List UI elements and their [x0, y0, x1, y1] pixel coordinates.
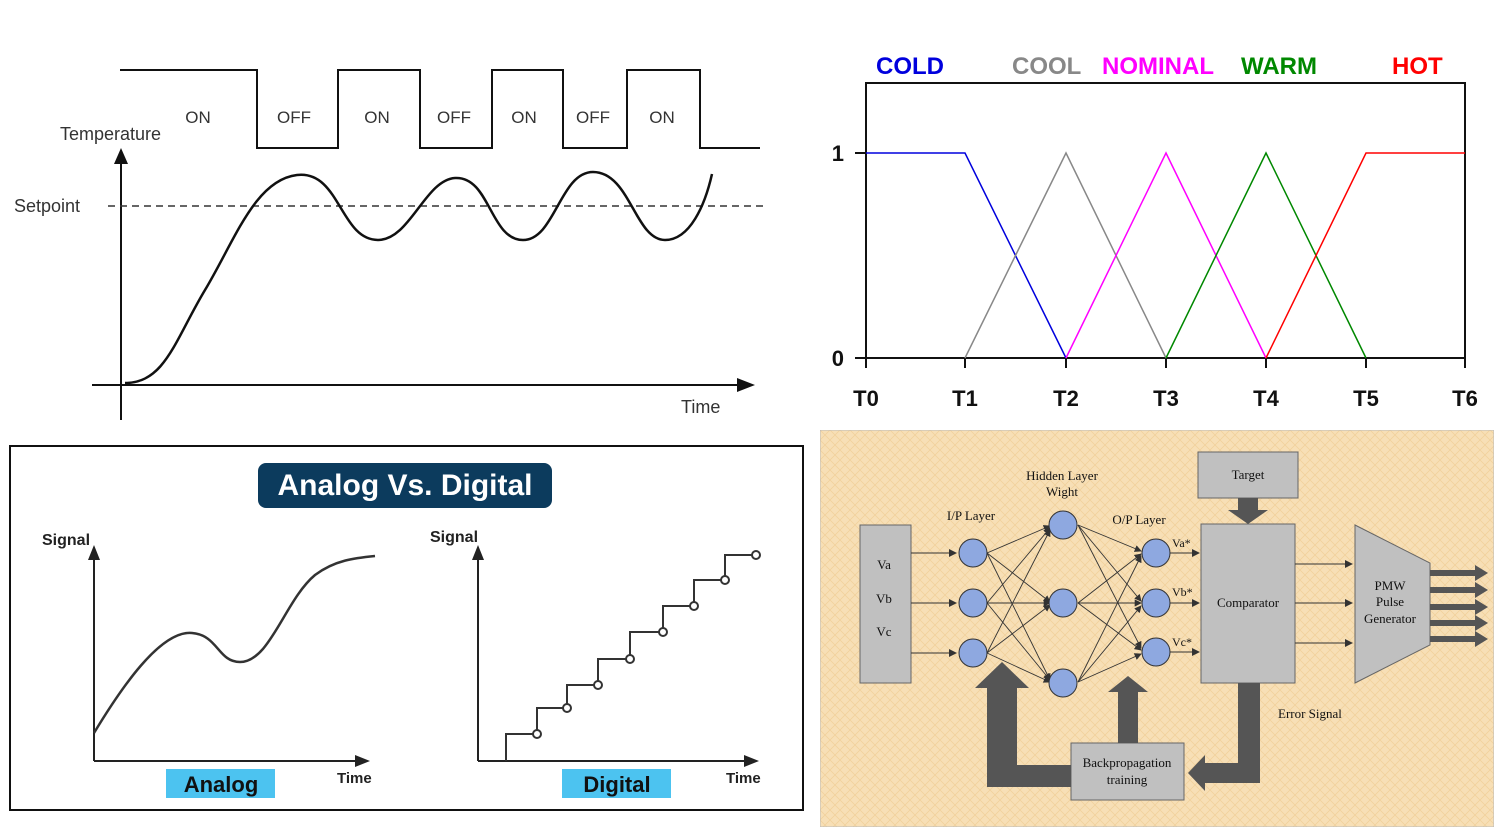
backprop-box: [1070, 742, 1185, 801]
input-vb: Vb: [876, 591, 892, 606]
output-node: [1141, 588, 1171, 618]
digital-y-label: Signal: [430, 529, 478, 546]
temperature-curve: [124, 170, 714, 385]
neural-network-diagram: Va Vb Vc I/P Layer Hidden Layer Wight O/…: [820, 430, 1494, 827]
digital-staircase: [505, 554, 756, 761]
backprop-to-input-arrow: [975, 662, 1071, 787]
input-va: Va: [877, 557, 891, 572]
membership-warm: [1165, 151, 1367, 359]
comparator-label: Comparator: [1217, 595, 1280, 610]
output-va: Va*: [1172, 536, 1191, 550]
hidden-layer-label: Hidden Layer: [1026, 468, 1099, 483]
pwm-links: [1295, 560, 1353, 647]
input-node: [958, 638, 988, 668]
analog-y-label: Signal: [42, 532, 90, 549]
op-layer-label: O/P Layer: [1112, 512, 1166, 527]
y-axis-label: Temperature: [60, 124, 161, 144]
x-axis-label: Time: [681, 397, 720, 417]
network-nodes: [958, 510, 1171, 698]
hidden-node: [1048, 510, 1078, 540]
backprop-label-1: Backpropagation: [1083, 755, 1172, 770]
state-label: OFF: [576, 108, 610, 127]
x-tick-t6: T6: [1452, 386, 1478, 411]
digital-y-arrow: [472, 545, 484, 560]
weight-links: [986, 524, 1142, 683]
membership-nominal: [1065, 151, 1267, 359]
input-node: [958, 538, 988, 568]
output-vc: Vc*: [1172, 635, 1192, 649]
hidden-layer-sublabel: Wight: [1046, 484, 1078, 499]
analog-x-label: Time: [337, 770, 372, 787]
x-tick-marks: [865, 358, 1466, 368]
comparator-box: [1200, 523, 1296, 684]
setpoint-label: Setpoint: [14, 196, 80, 216]
y-axis-arrow: [114, 148, 128, 164]
analog-signal-curve: [92, 554, 376, 734]
x-tick-t2: T2: [1053, 386, 1079, 411]
digital-caption-box: [562, 769, 671, 798]
category-warm: WARM: [1241, 53, 1317, 80]
membership-cold: [866, 152, 1067, 359]
digital-sample-points: [532, 550, 761, 739]
switch-square-wave: [120, 69, 760, 149]
category-hot: HOT: [1392, 53, 1443, 80]
y-tick-1: 1: [832, 141, 844, 166]
analog-caption-box: [166, 769, 275, 798]
error-feedback-arrow: [1188, 683, 1260, 791]
analog-vs-digital-diagram: Analog Vs. Digital Signal Time Analog Si…: [9, 445, 804, 811]
input-node: [958, 588, 988, 618]
category-cool: COOL: [1012, 53, 1081, 80]
target-box: [1197, 451, 1299, 499]
error-signal-label: Error Signal: [1278, 706, 1342, 721]
fuzzy-membership-diagram: COLD COOL NOMINAL WARM HOT 1 0 T0 T1 T2 …: [832, 53, 1478, 411]
pwm-label-3: Generator: [1364, 611, 1417, 626]
backprop-label-2: training: [1107, 772, 1148, 787]
output-links: [1170, 549, 1200, 656]
state-label: ON: [511, 108, 537, 127]
input-box: [859, 524, 912, 684]
x-axis-arrow: [737, 378, 755, 392]
target-label: Target: [1232, 467, 1265, 482]
membership-cool: [964, 151, 1167, 359]
digital-x-arrow: [744, 755, 759, 767]
digital-x-label: Time: [726, 770, 761, 787]
title-banner: [258, 463, 552, 508]
hidden-node: [1048, 588, 1078, 618]
analog-x-arrow: [355, 755, 370, 767]
state-label: OFF: [437, 108, 471, 127]
x-tick-t0: T0: [853, 386, 879, 411]
category-cold: COLD: [876, 53, 944, 80]
output-node: [1141, 637, 1171, 667]
ip-layer-label: I/P Layer: [947, 508, 996, 523]
onoff-diagram: ON OFF ON OFF ON OFF ON Temperature Setp…: [14, 69, 765, 420]
state-label: OFF: [277, 108, 311, 127]
state-label: ON: [364, 108, 390, 127]
target-arrow: [1228, 498, 1268, 524]
backprop-to-output-arrow: [1108, 676, 1148, 743]
x-tick-t4: T4: [1253, 386, 1279, 411]
pwm-label-1: PMW: [1374, 578, 1406, 593]
state-label: ON: [649, 108, 675, 127]
output-vb: Vb*: [1172, 585, 1193, 599]
x-tick-t1: T1: [952, 386, 978, 411]
x-tick-t3: T3: [1153, 386, 1179, 411]
output-node: [1141, 538, 1171, 568]
hidden-node: [1048, 668, 1078, 698]
x-tick-t5: T5: [1353, 386, 1379, 411]
pwm-output-arrows: [1430, 565, 1488, 647]
state-label: ON: [185, 108, 211, 127]
y-tick-0: 0: [832, 346, 844, 371]
analog-caption: Analog: [184, 772, 259, 797]
plot-frame: [865, 82, 1466, 359]
digital-caption: Digital: [583, 772, 650, 797]
input-vc: Vc: [876, 624, 891, 639]
pwm-label-2: Pulse: [1376, 594, 1404, 609]
analog-y-arrow: [88, 545, 100, 560]
membership-hot: [1265, 152, 1465, 359]
category-nominal: NOMINAL: [1102, 53, 1214, 80]
input-links: [911, 549, 957, 657]
title: Analog Vs. Digital: [277, 469, 532, 502]
pwm-generator: [1354, 524, 1431, 684]
